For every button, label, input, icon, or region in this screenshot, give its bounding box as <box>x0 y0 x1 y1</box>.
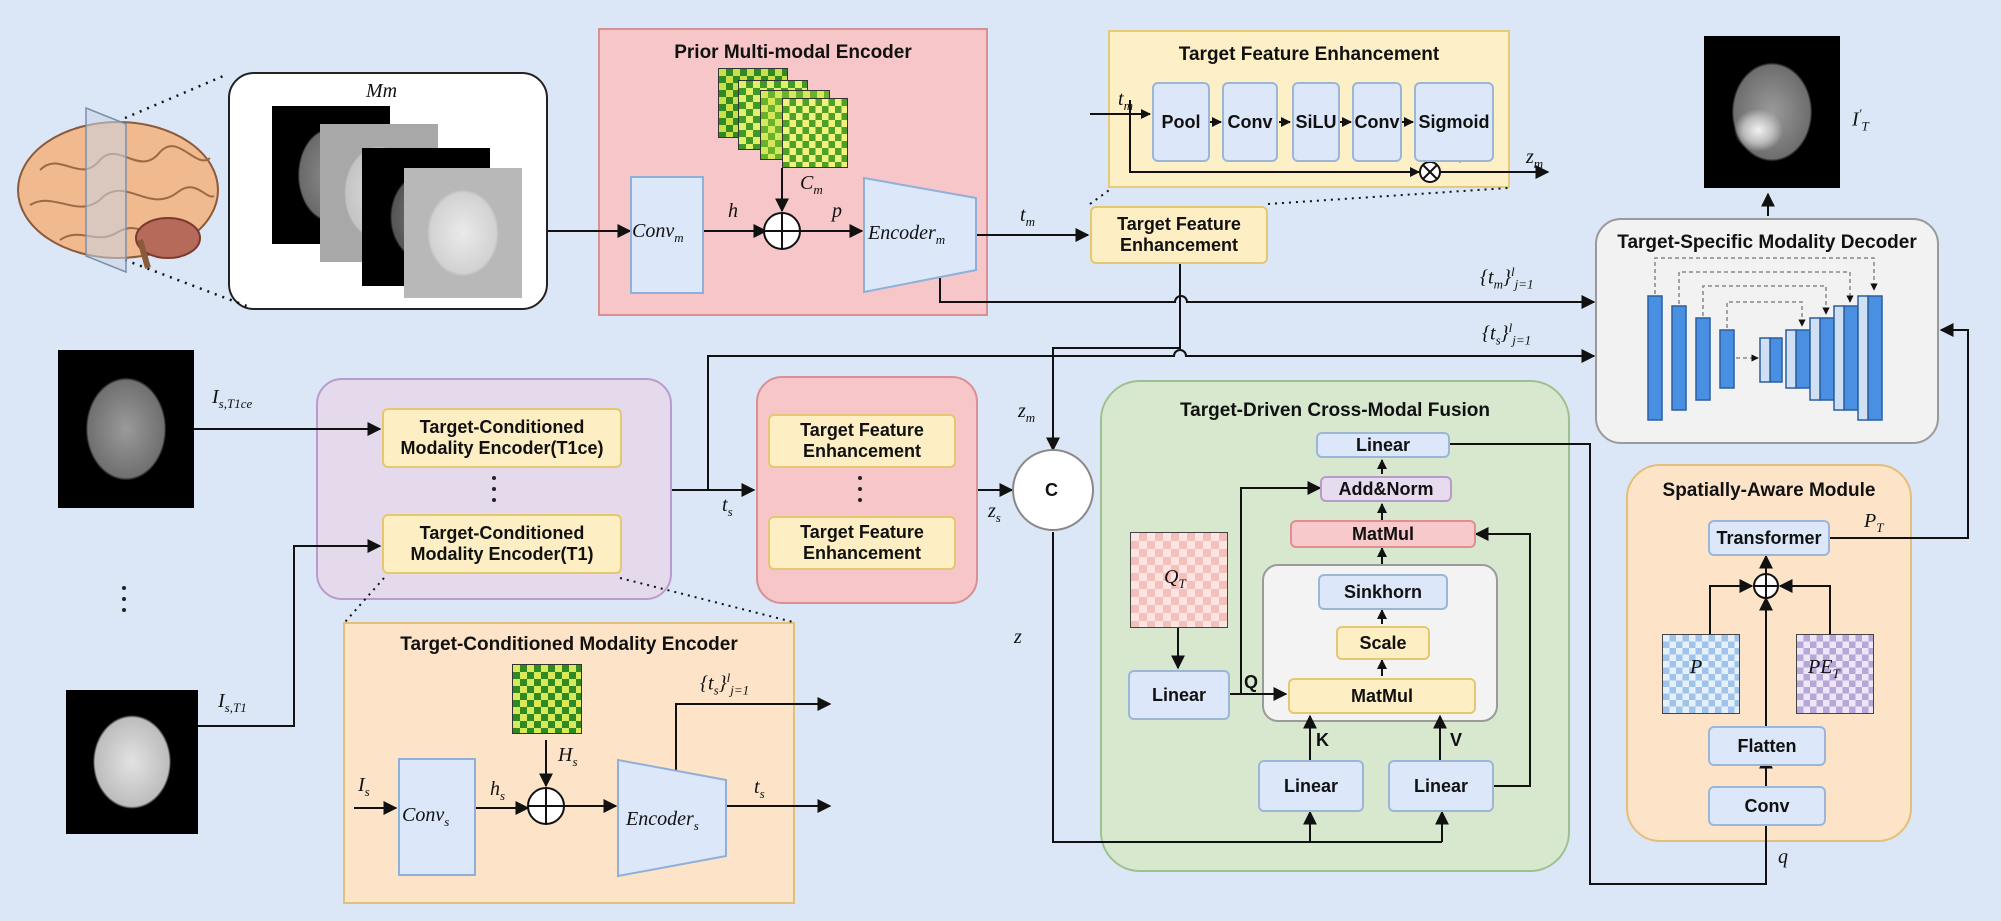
p-label: P <box>1690 656 1703 678</box>
plus-icon <box>527 787 565 825</box>
sam-title: Spatially-Aware Module <box>1662 480 1876 501</box>
tcme-t1ce-block: Target-Conditioned Modality Encoder(T1ce… <box>382 408 622 468</box>
z-s-label: zs <box>988 500 1001 525</box>
output-mri-image <box>1704 36 1840 188</box>
q-letter: Q <box>1244 672 1259 692</box>
i-s-label: Is <box>358 774 370 799</box>
tfe-ellipsis <box>858 476 862 509</box>
conv-s-block <box>398 758 476 876</box>
position-map-icon <box>1662 634 1740 714</box>
mm-label: Mm <box>366 80 398 102</box>
matmul-q-block: MatMul <box>1288 678 1476 714</box>
conv2-block: Conv <box>1352 82 1402 162</box>
mri-scan-4 <box>404 168 522 298</box>
tfe-top-block: Target Feature Enhancement <box>1090 206 1268 264</box>
hs-grid-icon <box>512 664 582 734</box>
ts-set-label: {ts}lj=1 <box>1482 320 1532 348</box>
z-m-out-label: zm <box>1526 146 1544 171</box>
addnorm-block: Add&Norm <box>1320 476 1452 502</box>
h-s-cal-label: Hs <box>558 744 578 769</box>
scale-block: Scale <box>1336 626 1430 660</box>
silu-block: SiLU <box>1292 82 1340 162</box>
ts-set2-label: {ts}lj=1 <box>700 670 750 698</box>
tcme-t1-block: Target-Conditioned Modality Encoder(T1) <box>382 514 622 574</box>
v-letter: V <box>1450 730 1463 750</box>
encoder-m-shape <box>863 176 977 294</box>
input-ellipsis <box>122 586 126 619</box>
q-label: q <box>1778 846 1788 868</box>
z-label: z <box>1014 626 1022 648</box>
prior-encoder-title: Prior Multi-modal Encoder <box>674 42 912 63</box>
t-m-label: tm <box>1020 204 1035 229</box>
matmul-top-block: MatMul <box>1290 520 1476 548</box>
concat-label: C <box>1045 480 1058 500</box>
multiply-icon <box>1419 161 1441 183</box>
flatten-block: Flatten <box>1708 726 1826 766</box>
plus-icon <box>1753 573 1779 599</box>
conv1-block: Conv <box>1222 82 1278 162</box>
query-map-icon <box>1130 532 1228 628</box>
tfe-detail-title: Target Feature Enhancement <box>1178 44 1440 65</box>
h-label: h <box>728 200 738 222</box>
i-s-t1ce-label: Is,T1ce <box>212 386 253 411</box>
encoder-s-label: Encoders <box>626 808 699 833</box>
tsm-decoder-title: Target-Specific Modality Decoder <box>1617 232 1917 253</box>
decoder-unet <box>1647 295 1883 421</box>
encoder-s-shape <box>617 758 727 878</box>
p-t-label: PT <box>1864 510 1884 535</box>
tm-set-label: {tm}lj=1 <box>1480 264 1534 292</box>
tfe-a-block: Target Feature Enhancement <box>768 414 956 468</box>
h-s-label: hs <box>490 778 506 803</box>
sinkhorn-block: Sinkhorn <box>1318 574 1448 610</box>
plus-icon <box>763 212 801 250</box>
tcme-ellipsis <box>492 476 496 509</box>
q-t-label: QT <box>1164 566 1186 591</box>
encoder-m-label: Encoderm <box>868 222 946 247</box>
pe-t-label: PET <box>1808 656 1840 681</box>
conv-s-label: Convs <box>402 804 450 829</box>
t-s-label: ts <box>722 494 733 519</box>
conv-m-label: Convm <box>632 220 684 245</box>
z-m-label: zm <box>1018 400 1036 425</box>
conv-m-block <box>630 176 704 294</box>
tdcmf-title: Target-Driven Cross-Modal Fusion <box>1179 400 1490 421</box>
tcme-detail-title: Target-Conditioned Modality Encoder <box>400 634 738 655</box>
tfe-b-block: Target Feature Enhancement <box>768 516 956 570</box>
transformer-block: Transformer <box>1708 520 1830 556</box>
brain-illustration <box>17 106 219 274</box>
t-s-out-label: ts <box>754 776 765 801</box>
linear-out-block: Linear <box>1316 432 1450 458</box>
pool-block: Pool <box>1152 82 1210 162</box>
codebook-grid-icon <box>782 98 848 168</box>
linear-q-block: Linear <box>1128 670 1230 720</box>
concat-circle <box>1012 449 1094 531</box>
p-label: p <box>832 200 842 222</box>
linear-k-block: Linear <box>1258 760 1364 812</box>
conv-sam-block: Conv <box>1708 786 1826 826</box>
input-mri-t1ce <box>58 350 194 508</box>
sigmoid-block: Sigmoid <box>1414 82 1494 162</box>
positional-encoding-icon <box>1796 634 1874 714</box>
i-t-prime-label: I′T <box>1852 106 1869 134</box>
k-letter: K <box>1316 730 1329 750</box>
input-mri-t1 <box>66 690 198 834</box>
t-m-in-label: tm <box>1118 88 1133 113</box>
linear-v-block: Linear <box>1388 760 1494 812</box>
cm-label: Cm <box>800 172 823 197</box>
i-s-t1-label: Is,T1 <box>218 690 247 715</box>
